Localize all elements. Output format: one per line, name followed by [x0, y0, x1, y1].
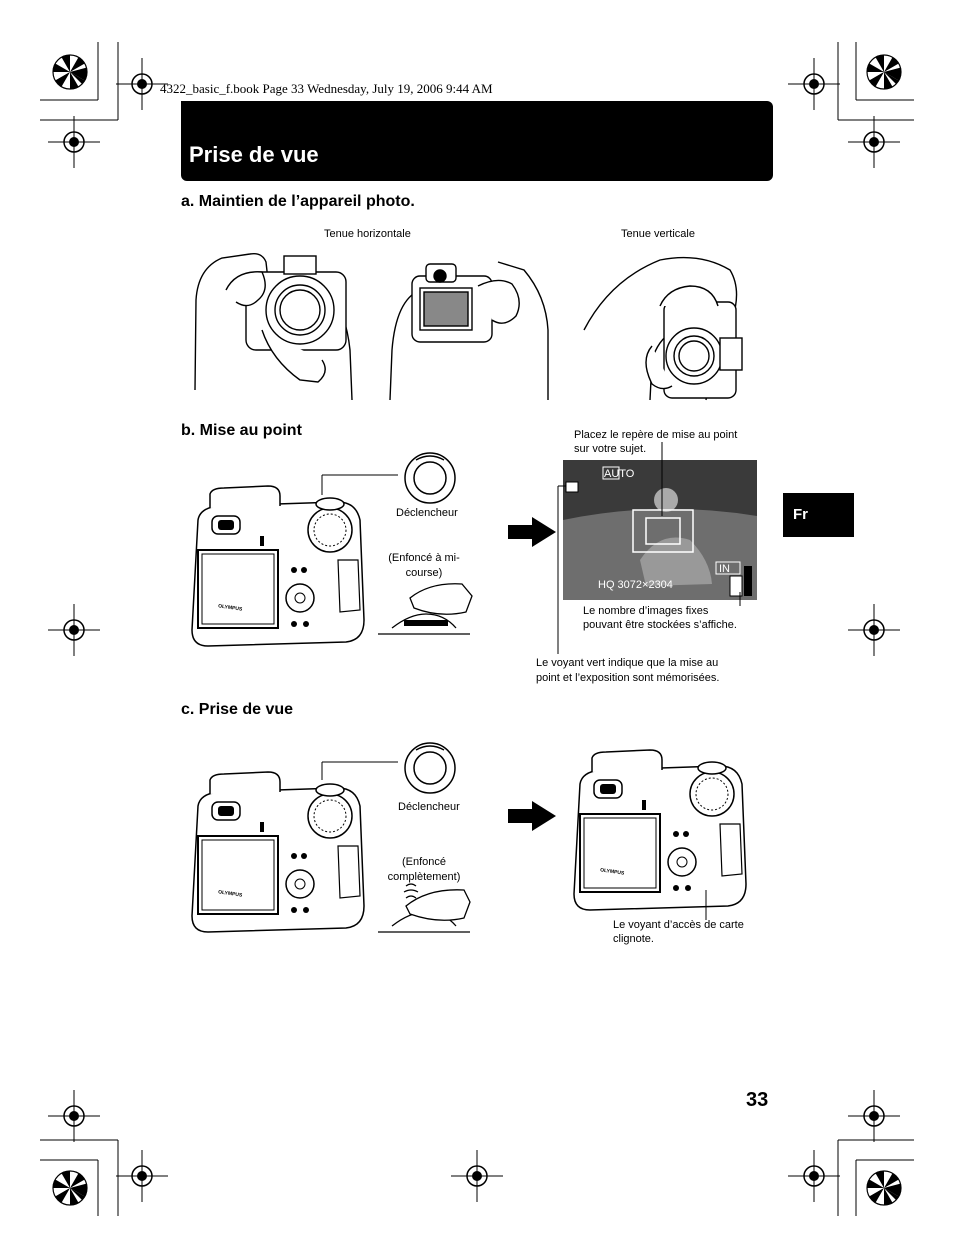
label-horizontal: Tenue horizontale: [324, 228, 411, 240]
section-a-title: a. Maintien de l’appareil photo.: [181, 193, 415, 210]
lcd-card: IN: [719, 563, 730, 575]
section-b-title: b. Mise au point: [181, 422, 302, 439]
half-press-label: (Enfoncé à mi- course): [388, 552, 460, 579]
callout-card-lamp: Le voyant d’accès de carte clignote.: [613, 919, 744, 945]
shutter-label-b: Déclencheur: [396, 507, 458, 519]
lcd-mode: AUTO: [604, 468, 635, 480]
shutter-label-c: Déclencheur: [398, 801, 460, 813]
title-bar: [181, 101, 773, 181]
callout-green-lamp: Le voyant vert indique que la mise au po…: [536, 657, 720, 684]
language-tab: Fr: [783, 493, 854, 537]
lcd-quality: HQ 3072×2304: [598, 579, 673, 591]
callout-image-count: Le nombre d’images fixes pouvant être st…: [583, 605, 737, 631]
full-press-label: (Enfoncé complètement): [387, 856, 461, 883]
label-vertical: Tenue verticale: [621, 228, 695, 240]
page-title: Prise de vue: [189, 142, 319, 167]
section-c-title: c. Prise de vue: [181, 701, 294, 718]
callout-af-mark: Placez le repère de mise au point sur vo…: [574, 429, 738, 455]
print-header: 4322_basic_f.book Page 33 Wednesday, Jul…: [160, 81, 493, 96]
page-number: 33: [746, 1089, 769, 1111]
